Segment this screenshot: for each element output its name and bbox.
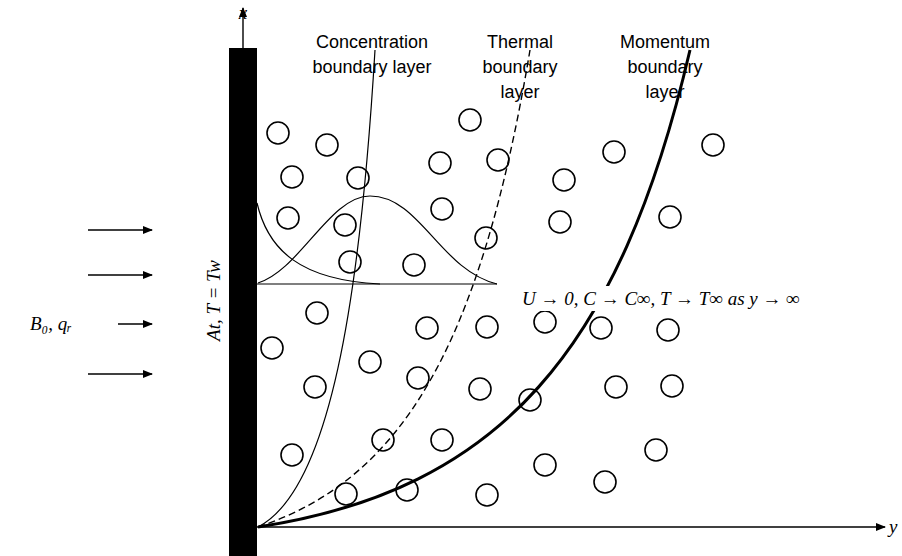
- layer-label: Thermal boundary layer: [475, 30, 565, 105]
- y-axis: [257, 526, 885, 527]
- plate-wall: [229, 48, 257, 556]
- axis-label: x: [239, 0, 247, 25]
- layer-label: Concentration boundary layer: [305, 30, 440, 80]
- layer-label: Momentum boundary layer: [615, 30, 715, 105]
- field-arrows: [88, 230, 152, 374]
- axis-label: y: [889, 514, 897, 539]
- concentration-curve: [258, 50, 375, 527]
- hump-profile: [258, 196, 497, 284]
- thermal-curve: [258, 50, 530, 527]
- field-label: B₀, qᵣ: [30, 311, 72, 336]
- wall-condition: At, T = Tw: [200, 260, 225, 341]
- decay-profile: [257, 203, 380, 284]
- far-field-condition: U → 0, C → C∞, T → T∞ as y → ∞: [520, 286, 802, 311]
